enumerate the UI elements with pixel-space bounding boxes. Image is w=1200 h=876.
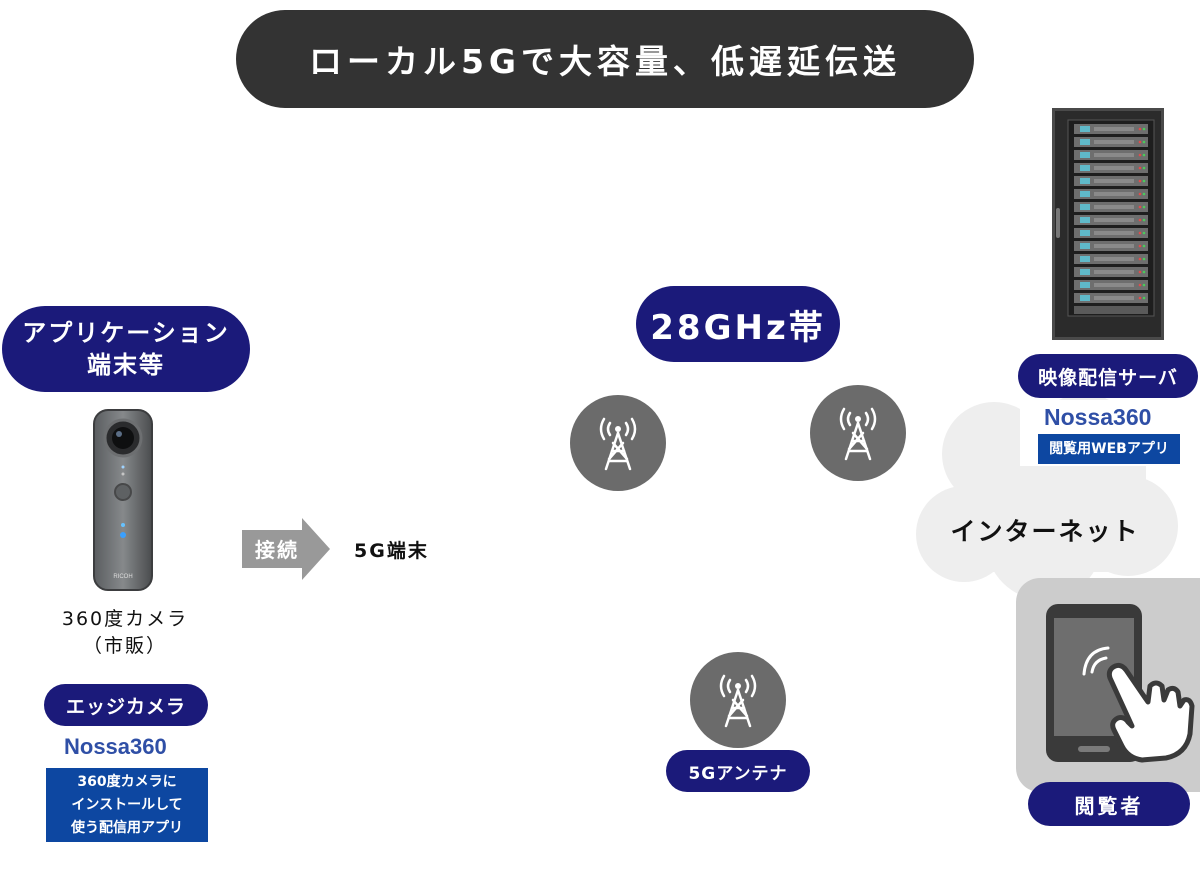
connect-arrow-icon bbox=[242, 518, 330, 580]
smartphone-icon bbox=[1046, 604, 1195, 763]
app-terminal-line1: アプリケーション bbox=[22, 319, 230, 347]
internet-label: インターネット bbox=[950, 517, 1140, 546]
antenna-icon bbox=[690, 652, 786, 748]
camera-caption-line2: （市販） bbox=[82, 635, 167, 657]
app-desc-line1: 360度カメラに bbox=[77, 774, 177, 790]
antenna-label: 5Gアンテナ bbox=[666, 750, 810, 792]
camera-caption-line1: 360度カメラ bbox=[61, 608, 189, 630]
viewer-label: 閲覧者 bbox=[1028, 782, 1190, 826]
camera-brand-text: RICOH bbox=[113, 574, 132, 580]
web-app-label: 閲覧用WEBアプリ bbox=[1038, 434, 1180, 464]
edge-camera-label: エッジカメラ bbox=[44, 684, 208, 726]
camera-caption: 360度カメラ （市販） bbox=[40, 606, 210, 660]
app-terminal-label: アプリケーション 端末等 bbox=[2, 306, 250, 392]
band-label: 28GHz帯 bbox=[636, 286, 840, 362]
app-terminal-line2: 端末等 bbox=[87, 351, 165, 379]
nossa360-logo-left: Nossa360 bbox=[64, 734, 167, 759]
cloud-icon bbox=[916, 394, 1178, 600]
antenna-icon bbox=[810, 385, 906, 481]
page-title: ローカル5Gで大容量、低遅延伝送 bbox=[236, 10, 974, 108]
app-desc-line2: インストールして bbox=[71, 797, 183, 813]
app-desc-line3: 使う配信用アプリ bbox=[71, 820, 183, 836]
connect-label: 接続 bbox=[255, 538, 299, 562]
server-label: 映像配信サーバ bbox=[1018, 354, 1198, 398]
camera-360-icon: RICOH bbox=[93, 409, 153, 591]
app-description-box: 360度カメラに インストールして 使う配信用アプリ bbox=[46, 768, 208, 842]
nossa360-logo-right: Nossa360 bbox=[1044, 404, 1152, 430]
terminal-5g-label: 5G端末 bbox=[354, 540, 429, 562]
server-rack-icon bbox=[1052, 108, 1164, 340]
antenna-icon bbox=[570, 395, 666, 491]
